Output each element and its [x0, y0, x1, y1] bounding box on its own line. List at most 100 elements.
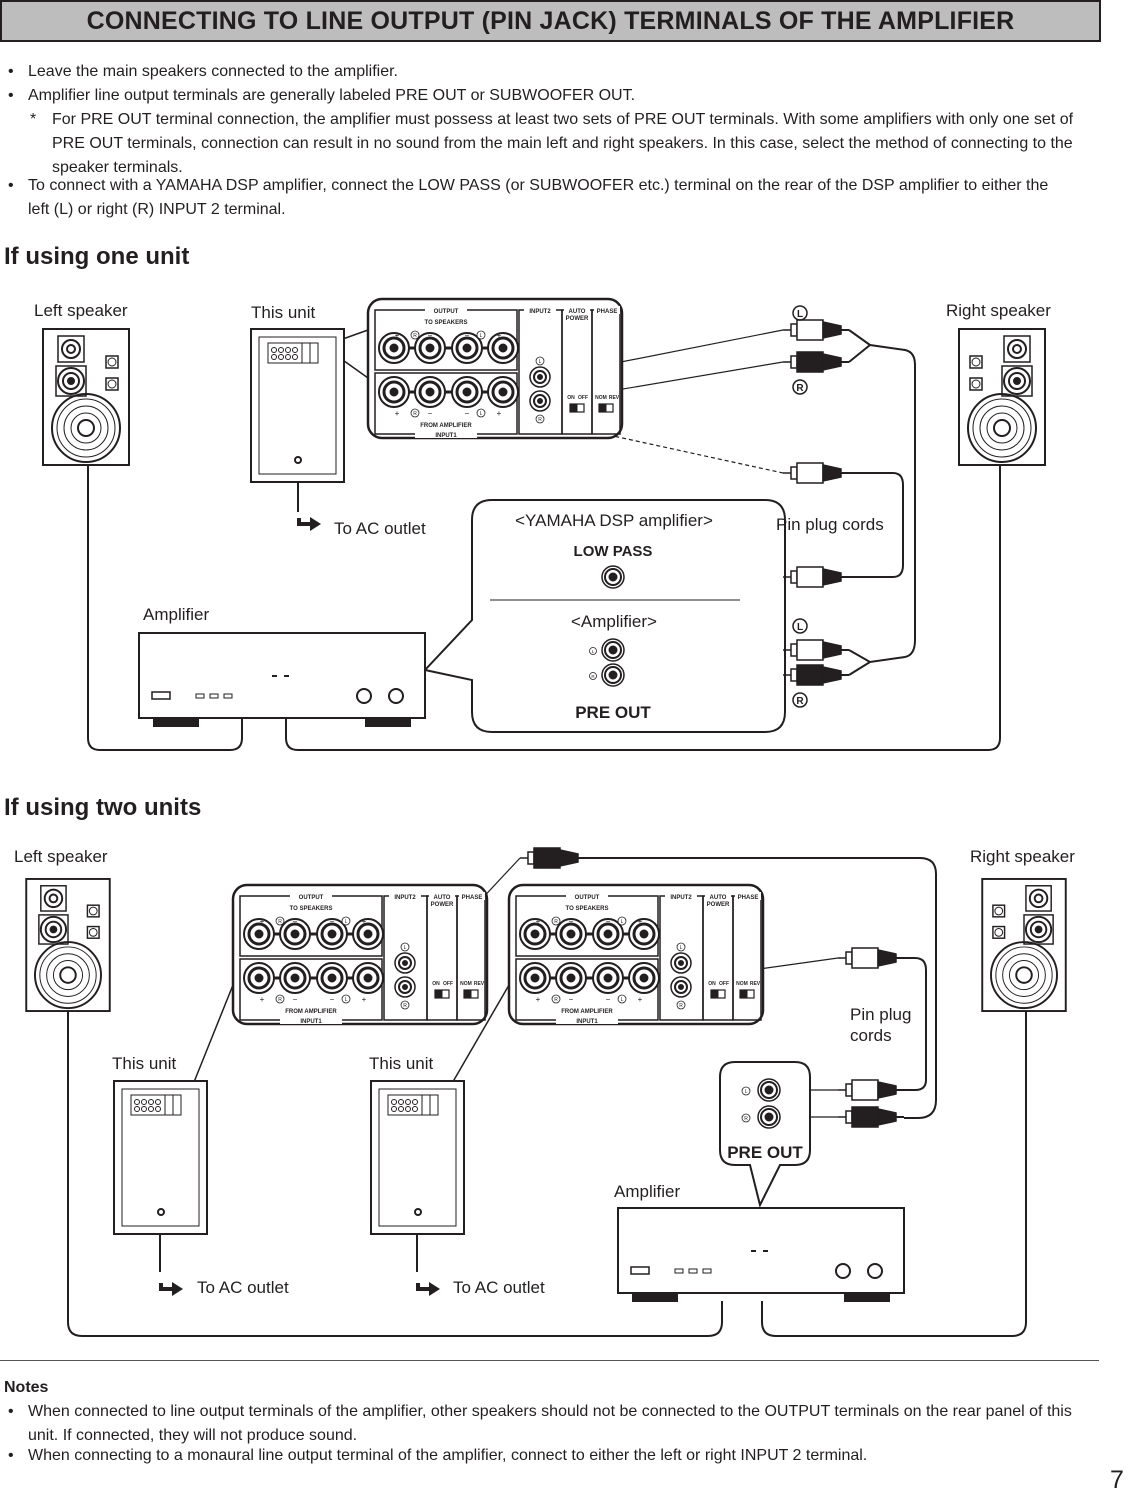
pin-plug-cords-label: Pin plug — [850, 1005, 911, 1024]
panel-nom-label: NOM — [460, 981, 472, 987]
notes-title: Notes — [4, 1379, 49, 1396]
right-channel-mark: R — [278, 919, 282, 925]
panel-rev-label: REV — [750, 981, 761, 987]
low-pass-label: LOW PASS — [574, 543, 653, 560]
pre-out-l-jack — [601, 638, 625, 662]
rear-panel-labels: OUTPUT TO SPEAKERS FROM AMPLIFIER INPUT1… — [395, 306, 620, 439]
heading-one-unit: If using one unit — [4, 243, 190, 270]
intro-bullet-3: To connect with a YAMAHA DSP amplifier, … — [28, 177, 1049, 218]
plus-sign: + — [638, 995, 643, 1004]
ac-outlet-label-1: To AC outlet — [197, 1278, 289, 1297]
amplifier-title: <Amplifier> — [571, 612, 657, 631]
dsp-amplifier-title: <YAMAHA DSP amplifier> — [515, 511, 713, 530]
right-channel-mark: R — [554, 997, 558, 1003]
bullet: • — [8, 63, 14, 80]
left-mark: L — [592, 649, 595, 654]
right-speaker-label: Right speaker — [946, 301, 1051, 320]
intro-bullet-2: Amplifier line output terminals are gene… — [28, 87, 636, 104]
minus-sign: − — [330, 917, 335, 926]
left-channel-mark: L — [345, 919, 348, 925]
this-unit-label-1: This unit — [112, 1054, 177, 1073]
rear-panel-labels-2: OUTPUT TO SPEAKERS FROM AMPLIFIER INPUT1… — [536, 892, 761, 1025]
left-speaker — [42, 328, 130, 466]
right-channel-mark: R — [278, 997, 282, 1003]
panel-output-label: OUTPUT — [575, 895, 600, 901]
panel-from-amplifier-label: FROM AMPLIFIER — [285, 1009, 337, 1015]
pre-out-label: PRE OUT — [727, 1143, 803, 1162]
panel-auto-label: AUTO — [434, 895, 451, 901]
minus-sign: − — [293, 917, 298, 926]
rear-panel-labels-1: OUTPUT TO SPEAKERS FROM AMPLIFIER INPUT1… — [260, 892, 485, 1025]
plug-right — [782, 351, 850, 373]
right-mark: R — [591, 674, 595, 679]
amplifier — [138, 632, 426, 727]
right-mark: R — [796, 696, 804, 707]
plus-sign: + — [536, 917, 541, 926]
right-channel-mark: R — [554, 919, 558, 925]
plus-sign: + — [638, 917, 643, 926]
note-1: When connected to line output terminals … — [28, 1403, 1072, 1444]
bullet: • — [8, 87, 14, 104]
ac-arrow-icon — [159, 1282, 183, 1296]
plug-left — [837, 1079, 905, 1101]
plug-left — [782, 319, 850, 341]
right-mark: R — [796, 383, 804, 394]
panel-on-label: ON — [432, 981, 440, 987]
amplifier-label: Amplifier — [143, 605, 209, 624]
left-channel-mark: L — [345, 997, 348, 1003]
left-speaker-label: Left speaker — [34, 301, 128, 320]
left-mark: L — [797, 309, 803, 320]
panel-input1-label: INPUT1 — [435, 433, 457, 439]
pre-out-label: PRE OUT — [575, 703, 651, 722]
amplifier — [617, 1207, 905, 1302]
pre-out-r-jack — [757, 1105, 781, 1129]
plus-sign: + — [260, 995, 265, 1004]
panel-input2-label: INPUT2 — [529, 309, 551, 315]
panel-phase-label: PHASE — [738, 895, 759, 901]
panel-on-label: ON — [708, 981, 716, 987]
asterisk: * — [30, 111, 37, 128]
panel-power-label: POWER — [707, 902, 730, 908]
minus-sign: − — [606, 995, 611, 1004]
minus-sign: − — [293, 995, 298, 1004]
plus-sign: + — [536, 995, 541, 1004]
plus-sign: + — [497, 331, 502, 340]
diagram-one-unit: OUTPUT TO SPEAKERS FROM AMPLIFIER INPUT1… — [34, 297, 1051, 751]
right-speaker-label: Right speaker — [970, 847, 1075, 866]
page-number: 7 — [1110, 1466, 1124, 1494]
panel-off-label: OFF — [443, 981, 453, 987]
left-speaker-label: Left speaker — [14, 847, 108, 866]
this-unit-1 — [113, 1080, 208, 1235]
pre-out-r-jack — [601, 663, 625, 687]
minus-sign: − — [606, 917, 611, 926]
panel-off-label: OFF — [578, 395, 588, 401]
plug-right — [782, 664, 850, 686]
right-channel-mark: R — [679, 1003, 683, 1009]
divider — [0, 1360, 1099, 1361]
panel-power-label: POWER — [566, 316, 589, 322]
right-speaker — [958, 328, 1046, 466]
right-channel-mark: R — [403, 1003, 407, 1009]
low-pass-jack — [601, 565, 625, 589]
plug-left — [837, 947, 905, 969]
plug — [782, 566, 850, 588]
amplifier-label: Amplifier — [614, 1182, 680, 1201]
ac-outlet-label-2: To AC outlet — [453, 1278, 545, 1297]
minus-sign: − — [465, 409, 470, 418]
panel-input1-label: INPUT1 — [300, 1019, 322, 1025]
panel-nom-label: NOM — [736, 981, 748, 987]
minus-sign: − — [428, 409, 433, 418]
right-speaker — [981, 877, 1067, 1013]
panel-input1-label: INPUT1 — [576, 1019, 598, 1025]
plus-sign: + — [395, 409, 400, 418]
panel-auto-label: AUTO — [569, 309, 586, 315]
panel-rev-label: REV — [474, 981, 485, 987]
minus-sign: − — [465, 331, 470, 340]
section-header: CONNECTING TO LINE OUTPUT (PIN JACK) TER… — [0, 0, 1101, 42]
pre-out-l-jack — [757, 1078, 781, 1102]
diagram-two-units: OUTPUT TO SPEAKERS FROM AMPLIFIER INPUT1… — [14, 847, 1075, 1337]
ac-outlet-label: To AC outlet — [334, 519, 426, 538]
left-channel-mark: L — [621, 997, 624, 1003]
ac-arrow-icon — [416, 1282, 440, 1296]
right-channel-mark: R — [413, 333, 417, 339]
